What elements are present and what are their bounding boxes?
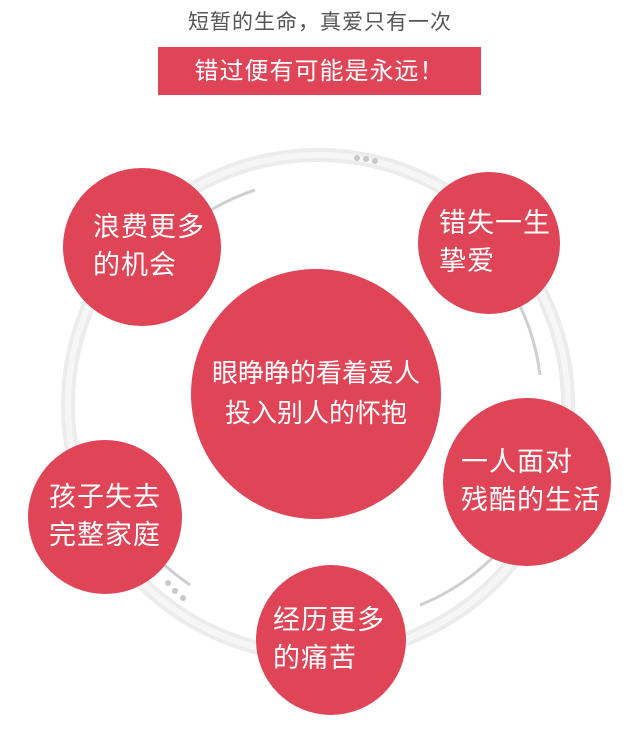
title-banner: 错过便有可能是永远！ xyxy=(158,47,481,95)
center-line-1: 眼睁睁的看着爱人 xyxy=(211,359,420,389)
subtitle: 短暂的生命，真爱只有一次 xyxy=(188,10,452,34)
center-line-2: 投入别人的怀抱 xyxy=(224,399,407,429)
bubble-left: 孩子失去 完整家庭 xyxy=(28,440,182,594)
bubble-bottom-line-2: 的痛苦 xyxy=(273,643,357,674)
bubble-top-left-line-2: 的机会 xyxy=(93,250,177,281)
bubble-right: 一人面对 残酷的生活 xyxy=(443,398,611,566)
bubble-bottom-line-1: 经历更多 xyxy=(273,605,385,636)
bubble-top-left: 浪费更多 的机会 xyxy=(63,168,221,326)
bubble-left-line-1: 孩子失去 xyxy=(49,482,161,513)
bubble-left-line-2: 完整家庭 xyxy=(49,520,161,551)
bubble-top-right-line-1: 错失一生 xyxy=(439,208,551,239)
bubble-top-right-line-2: 挚爱 xyxy=(439,246,495,277)
bubble-top-left-line-1: 浪费更多 xyxy=(93,212,205,243)
bubble-bottom: 经历更多 的痛苦 xyxy=(256,565,406,715)
bubble-right-line-1: 一人面对 xyxy=(461,447,573,478)
bubble-top-right: 错失一生 挚爱 xyxy=(418,172,560,314)
bubble-right-line-2: 残酷的生活 xyxy=(461,485,601,516)
center-circle: 眼睁睁的看着爱人 投入别人的怀抱 xyxy=(191,269,441,519)
